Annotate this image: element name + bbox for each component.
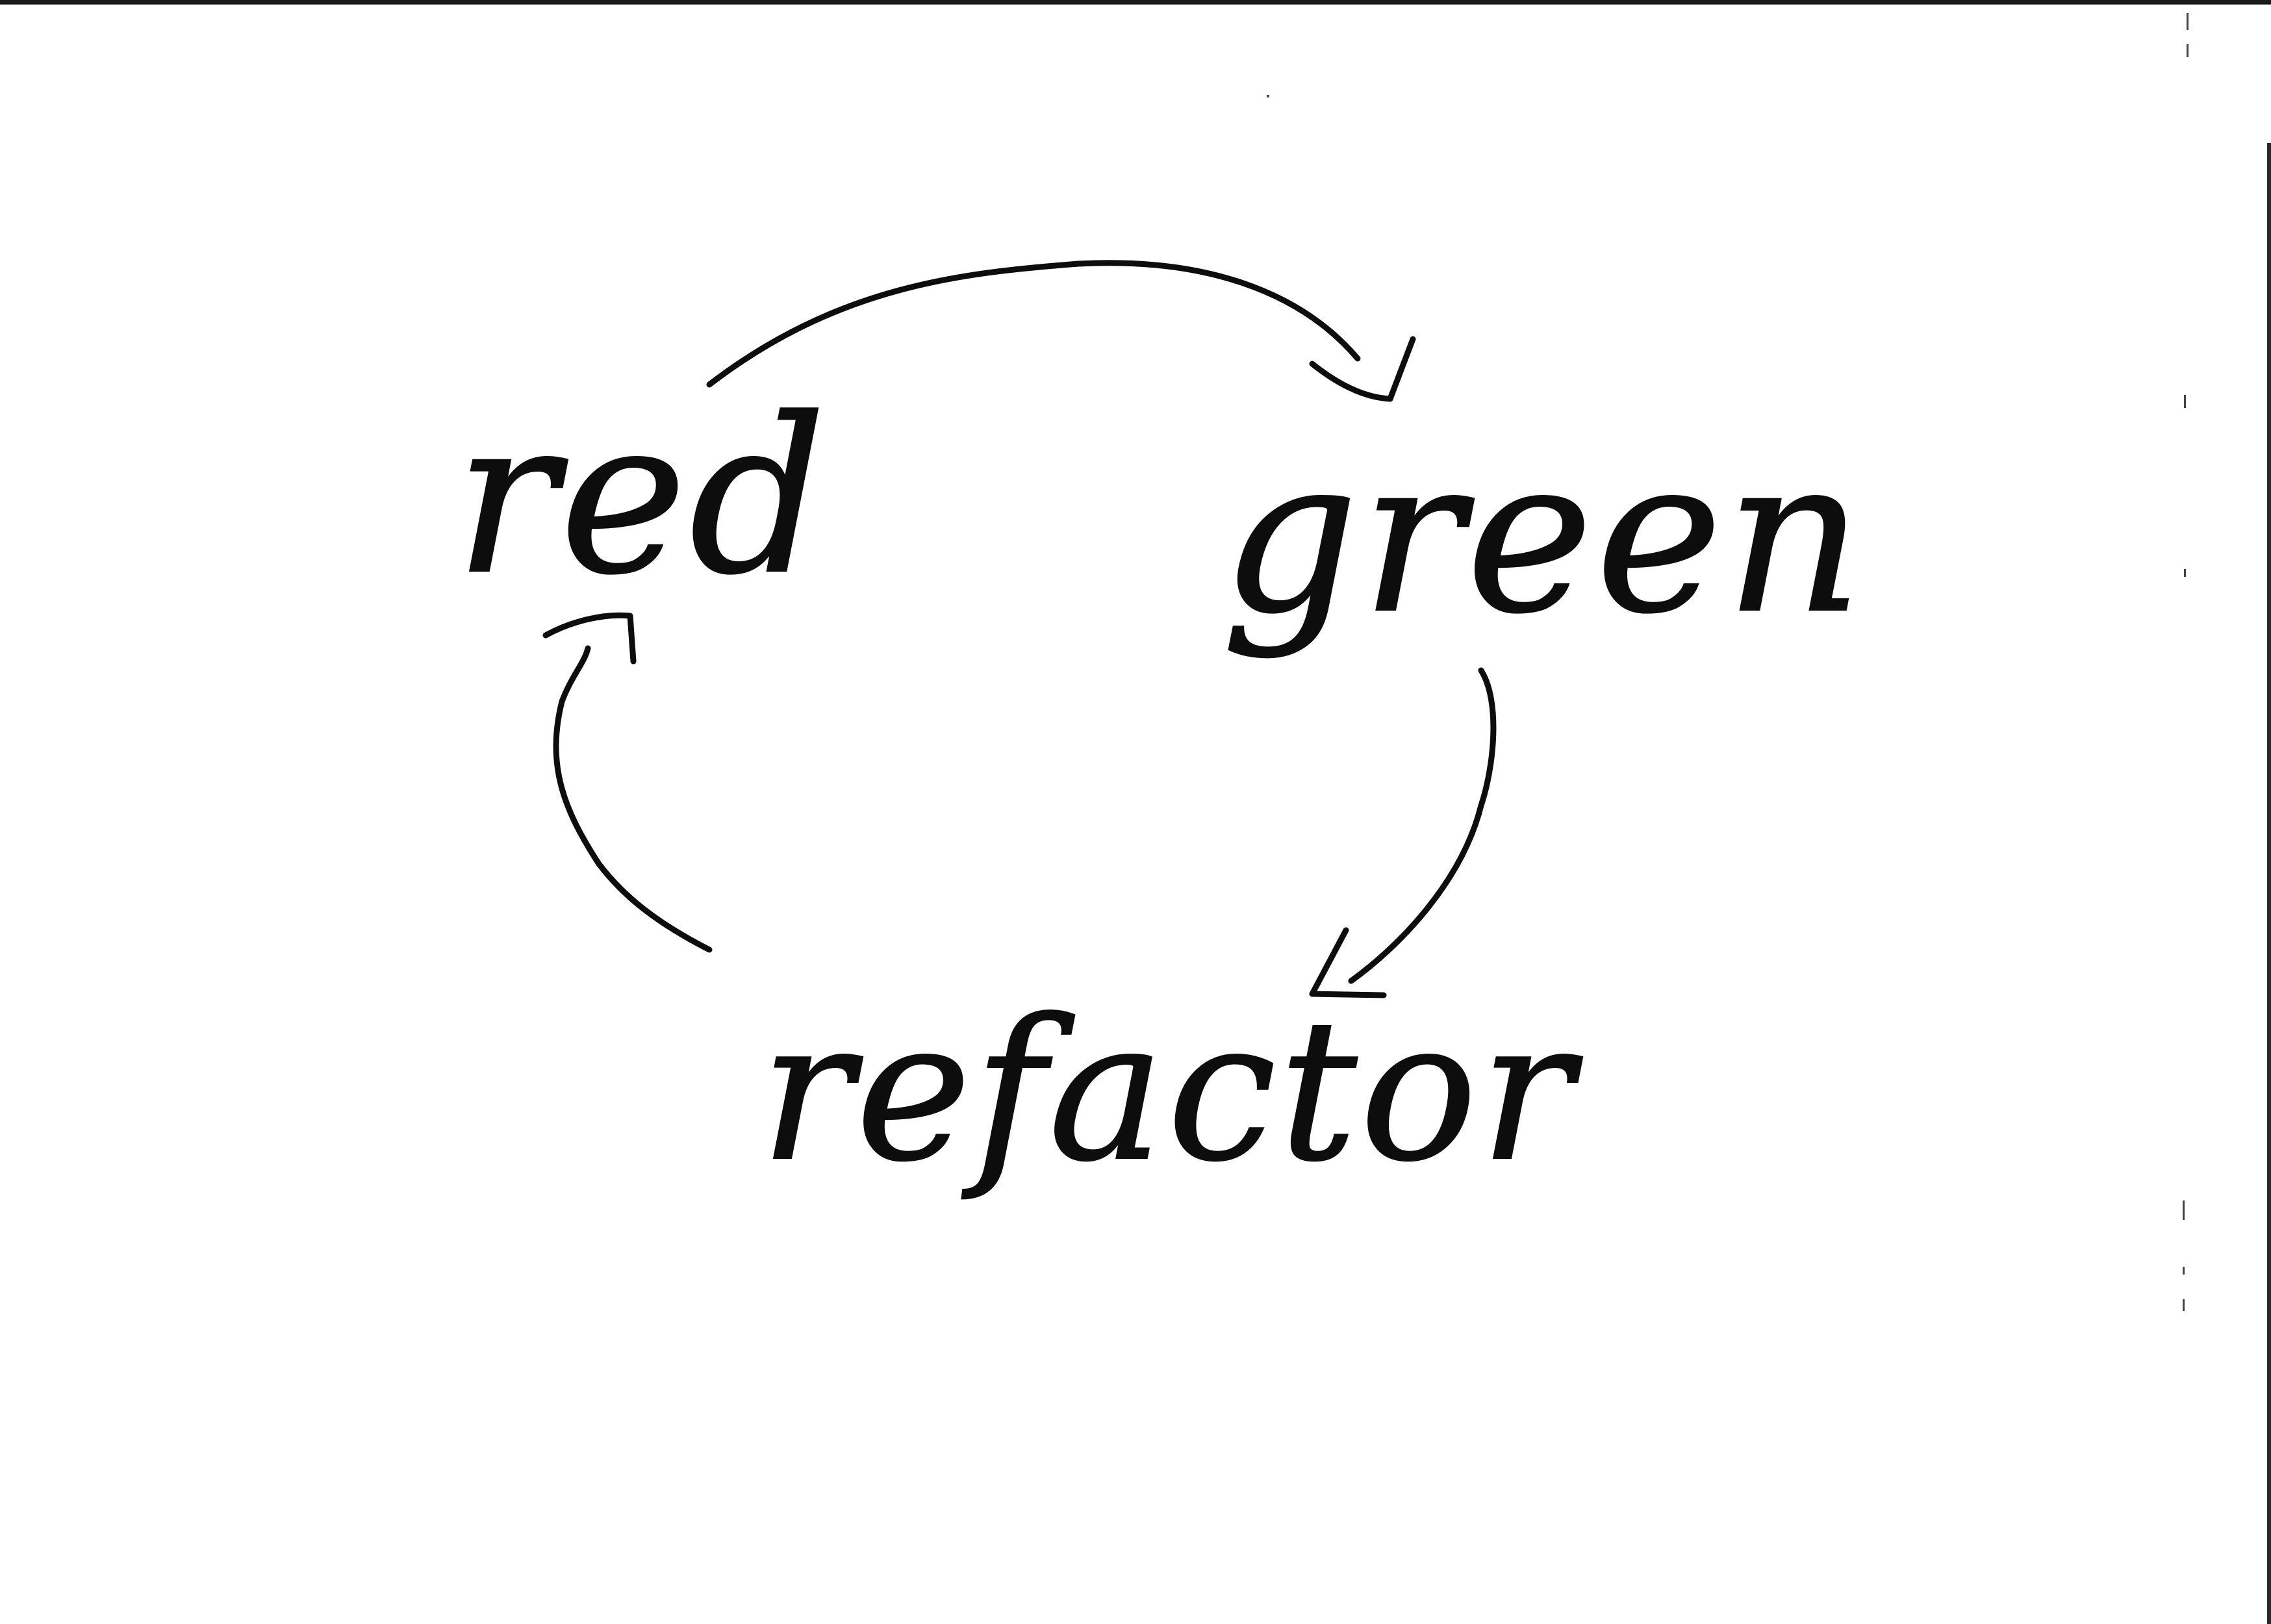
arrow-refactor-to-red-head [542,612,637,665]
arrow-refactor-to-red [553,645,713,953]
scan-speck [2183,1200,2185,1220]
arrow-green-to-refactor [1348,667,1497,984]
arrow-red-to-green-head [1309,336,1416,402]
arrow-green-to-refactor-head [1309,927,1387,998]
scan-speck [2184,569,2186,577]
scan-edge-top [0,0,2271,5]
scan-speck [2183,1267,2185,1275]
node-green: green [1221,411,1866,661]
scan-speck [2183,1299,2185,1311]
node-refactor: refactor [759,978,1576,1204]
scan-edge-right [2267,143,2271,1624]
scan-speck [2187,44,2189,57]
arrow-red-to-green [706,260,1361,388]
node-red: red [454,372,830,622]
scan-speck [2187,13,2189,30]
scan-speck [1267,95,1269,97]
scan-speck [2184,395,2186,408]
